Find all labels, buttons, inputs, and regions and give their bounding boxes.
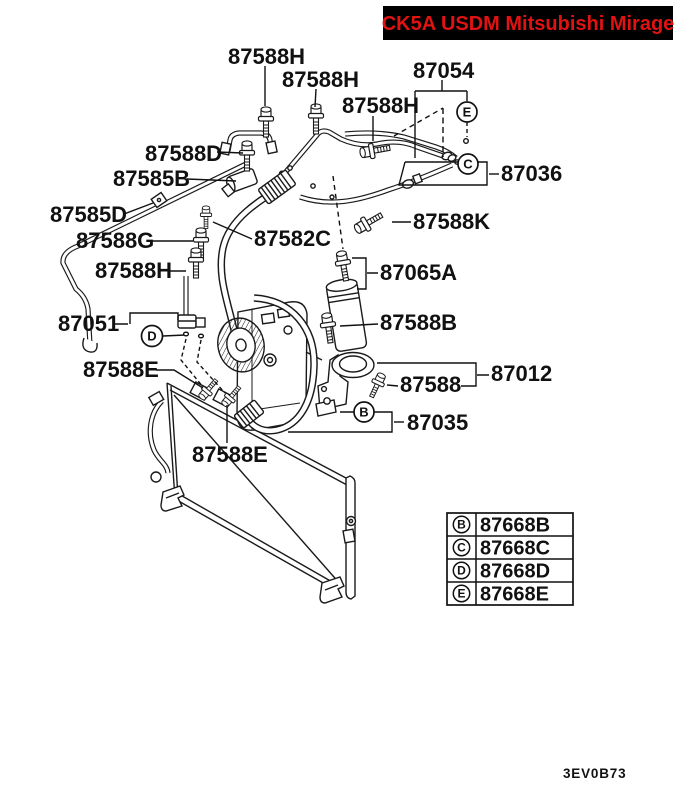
callout-letter: C xyxy=(463,157,473,172)
callout-D: D xyxy=(140,324,164,348)
part-label-87588G: 87588G xyxy=(76,228,154,253)
model-badge-text: CK5A USDM Mitsubishi Mirage xyxy=(382,13,675,35)
drawing-code: 3EV0B73 xyxy=(563,766,626,781)
part-label-87588H-3: 87588H xyxy=(342,93,419,118)
part-labels: 87588H 87588H 87054 87588H 87588D 87585B… xyxy=(50,44,562,467)
legend-part: 87668E xyxy=(480,584,549,606)
legend-part: 87668D xyxy=(480,561,550,583)
callout-letter: B xyxy=(359,405,368,420)
suction-hose-artwork xyxy=(221,169,296,330)
receiver-drier-artwork xyxy=(315,278,375,417)
part-label-87588H-1: 87588H xyxy=(228,44,305,69)
callout-C: C xyxy=(457,153,479,175)
callout-E: E xyxy=(456,101,478,123)
legend-row: D 87668D xyxy=(452,561,550,583)
compressor-artwork xyxy=(217,298,323,431)
part-label-87582C: 87582C xyxy=(254,226,331,251)
part-label-87588K: 87588K xyxy=(413,209,490,234)
part-label-87588H-4: 87588H xyxy=(95,258,172,283)
part-label-87585B: 87585B xyxy=(113,166,190,191)
part-label-87588E-2: 87588E xyxy=(192,442,268,467)
part-label-87051: 87051 xyxy=(58,311,119,336)
part-label-87588D: 87588D xyxy=(145,141,222,166)
model-badge-background xyxy=(383,6,673,40)
part-label-87036: 87036 xyxy=(501,161,562,186)
part-label-87588E-1: 87588E xyxy=(83,357,159,382)
part-label-87012: 87012 xyxy=(491,361,552,386)
callout-letter: E xyxy=(463,105,472,120)
legend-letter: C xyxy=(457,541,466,555)
legend-row: E 87668E xyxy=(452,584,549,606)
legend-letter: B xyxy=(457,518,466,532)
legend-table: B 87668B C 87668C D 87668D E 87668E xyxy=(446,512,574,606)
legend-part: 87668C xyxy=(480,538,550,560)
legend-row: B 87668B xyxy=(452,515,550,537)
callout-letter: D xyxy=(147,329,156,344)
part-label-87065A: 87065A xyxy=(380,260,457,285)
legend-part: 87668B xyxy=(480,515,550,537)
leader-lines xyxy=(115,66,499,443)
callout-B: B xyxy=(353,401,375,423)
legend-letter: E xyxy=(457,587,465,601)
condenser-artwork xyxy=(149,382,357,604)
part-label-87588B: 87588B xyxy=(380,310,457,335)
part-label-87585D: 87585D xyxy=(50,202,127,227)
part-label-87588H-2: 87588H xyxy=(282,67,359,92)
part-label-87035: 87035 xyxy=(407,410,468,435)
model-badge: CK5A USDM Mitsubishi Mirage xyxy=(382,6,675,40)
legend-letter: D xyxy=(457,564,466,578)
legend-row: C 87668C xyxy=(452,538,550,560)
part-label-87588: 87588 xyxy=(400,372,461,397)
part-label-87054: 87054 xyxy=(413,58,475,83)
